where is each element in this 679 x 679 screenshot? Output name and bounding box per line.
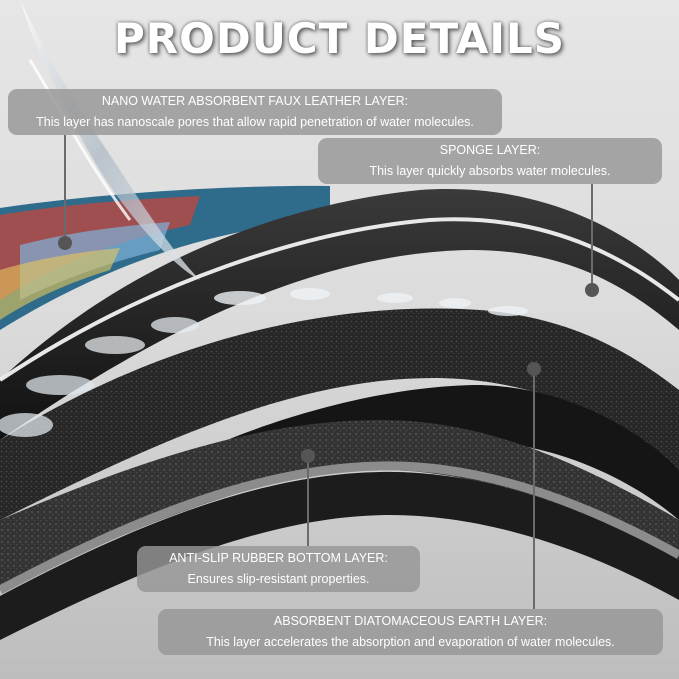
callout-heading: NANO WATER ABSORBENT FAUX LEATHER LAYER:: [101, 94, 409, 108]
callout-description: This layer accelerates the absorption an…: [206, 635, 615, 649]
callout-faux-leather-layer: NANO WATER ABSORBENT FAUX LEATHER LAYER:…: [8, 89, 502, 135]
callout-diatom-earth-layer: ABSORBENT DIATOMACEOUS EARTH LAYER: This…: [158, 609, 663, 655]
callout-description: This layer quickly absorbs water molecul…: [369, 164, 611, 178]
diatom-earth-layer: [0, 420, 679, 590]
callout-heading: ABSORBENT DIATOMACEOUS EARTH LAYER:: [273, 614, 548, 628]
callout-heading: SPONGE LAYER:: [439, 143, 541, 157]
callout-sponge-layer: SPONGE LAYER: This layer quickly absorbs…: [318, 138, 662, 184]
callout-rubber-bottom-layer: ANTI-SLIP RUBBER BOTTOM LAYER: Ensures s…: [137, 546, 420, 592]
sponge-layer: [0, 308, 679, 520]
rubber-bottom-layer: [0, 471, 679, 640]
callout-description: This layer has nanoscale pores that allo…: [36, 115, 474, 129]
faux-leather-layer: [0, 189, 679, 440]
page-title: PRODUCT DETAILS: [114, 14, 565, 63]
callout-heading: ANTI-SLIP RUBBER BOTTOM LAYER:: [169, 551, 388, 565]
callout-leader-lines: [58, 135, 599, 609]
callout-description: Ensures slip-resistant properties.: [187, 572, 370, 586]
